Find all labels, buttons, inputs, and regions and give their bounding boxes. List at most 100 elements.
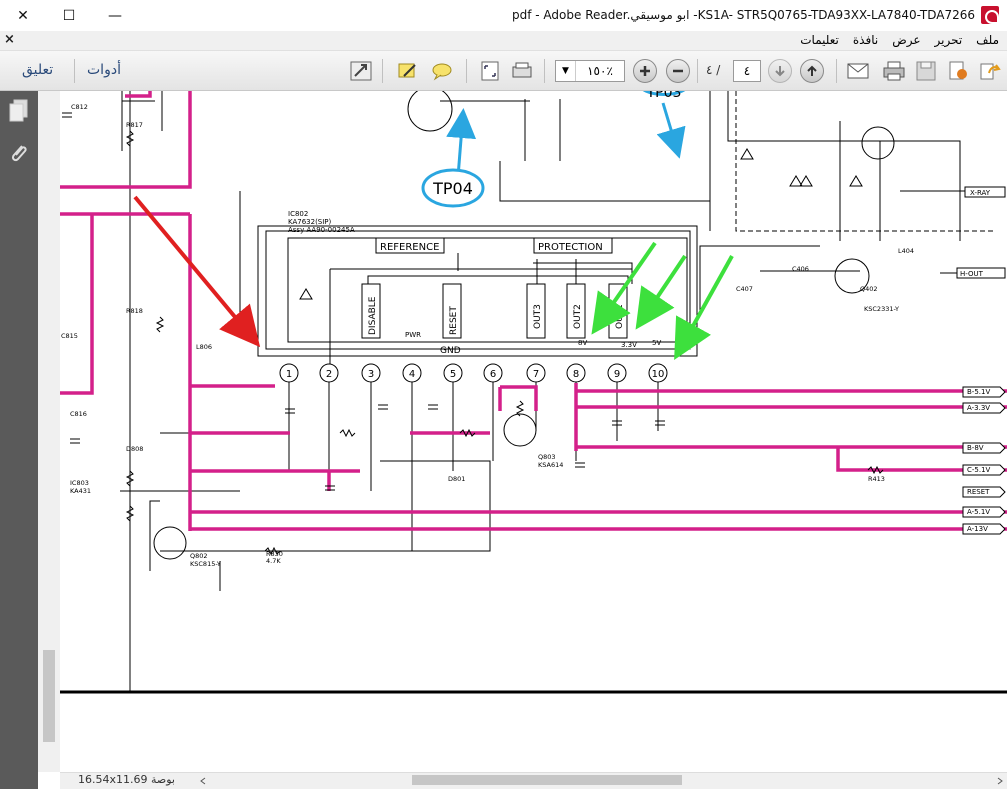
menu-file[interactable]: ملف <box>976 33 999 47</box>
label-q402: Q402 <box>860 285 878 293</box>
menu-help[interactable]: تعليمات <box>800 33 839 47</box>
highlight-tool-icon[interactable] <box>396 60 420 82</box>
adobe-reader-icon <box>981 6 999 24</box>
label-d808: D808 <box>126 445 143 453</box>
resistors <box>125 130 884 556</box>
window-title: pdf - Adobe Reader.ابو موسيقي -KS1A- STR… <box>512 8 975 22</box>
label-ic803-part: KA431 <box>70 487 91 495</box>
scroll-right-icon[interactable] <box>997 777 1003 785</box>
pin-6: 6 <box>490 369 496 380</box>
maximize-window-button[interactable]: ☐ <box>62 7 76 24</box>
zoom-in-button[interactable] <box>633 59 657 83</box>
block-protection: PROTECTION <box>538 242 603 253</box>
ic-pins <box>279 363 668 383</box>
scroll-left-icon[interactable] <box>200 777 206 785</box>
ic802-package <box>257 225 698 357</box>
label-c812: C812 <box>71 103 88 111</box>
capacitors <box>62 112 665 491</box>
label-x-ray: X-RAY <box>970 189 991 197</box>
menu-view[interactable]: عرض <box>892 33 921 47</box>
comment-pane-button[interactable]: تعليق <box>22 62 54 78</box>
arrow-up-icon <box>807 65 817 76</box>
menu-bar: × ملف تحرير عرض نافذة تعليمات <box>0 31 1007 51</box>
next-page-button[interactable] <box>768 59 792 83</box>
label-q803: Q803 <box>538 453 556 461</box>
attachments-icon[interactable] <box>8 141 30 165</box>
label-l806: L806 <box>196 343 212 351</box>
share-icon[interactable] <box>978 60 1002 82</box>
menu-edit[interactable]: تحرير <box>934 33 963 47</box>
schematic-diagram: IC802 KA7632(SIP) Assy AA90-00245A REFER… <box>60 80 1007 694</box>
rail-b-5-1v: B-5.1V <box>967 388 990 396</box>
label-gnd: GND <box>440 346 461 356</box>
label-r413: R413 <box>868 475 885 483</box>
vertical-scrollbar-thumb[interactable] <box>43 650 55 742</box>
email-icon[interactable] <box>846 60 870 82</box>
zoom-select[interactable]: ▼ ١٥٠٪ <box>555 60 625 82</box>
pin-8: 8 <box>573 369 579 380</box>
block-out3: OUT3 <box>533 304 543 329</box>
label-q802-part: KSC815-Y <box>190 560 221 568</box>
power-traces <box>60 91 1007 531</box>
close-document-button[interactable]: × <box>4 32 15 47</box>
zoom-out-button[interactable] <box>666 59 690 83</box>
save-icon[interactable] <box>914 60 938 82</box>
label-r818: R818 <box>126 307 143 315</box>
toolbar-separator <box>466 59 467 83</box>
rail-reset: RESET <box>967 488 990 496</box>
previous-page-button[interactable] <box>800 59 824 83</box>
chevron-down-icon[interactable]: ▼ <box>556 61 576 81</box>
block-out1: OUT1 <box>615 304 625 329</box>
plus-icon <box>640 66 650 76</box>
fit-width-icon[interactable] <box>510 60 534 82</box>
ic802-name: IC802 <box>288 210 308 218</box>
close-window-button[interactable]: ✕ <box>17 7 29 24</box>
print-icon[interactable] <box>882 60 906 82</box>
label-5v: 5V <box>652 339 661 347</box>
horizontal-scrollbar-thumb[interactable] <box>412 775 682 785</box>
page-total: ٤ / <box>706 63 721 77</box>
label-d801: D801 <box>448 475 465 483</box>
page-size-indicator: 16.54x11.69 بوصة <box>78 773 175 786</box>
label-3-3v: 3.3V <box>621 341 637 349</box>
minimize-window-button[interactable]: — <box>108 7 122 24</box>
label-c407: C407 <box>736 285 753 293</box>
menu-window[interactable]: نافذة <box>852 33 879 47</box>
ic802-part: KA7632(SIP) <box>288 218 332 226</box>
green-arrow <box>674 255 734 360</box>
sign-document-icon[interactable] <box>946 60 970 82</box>
toolbar: تعليق أدوات ▼ ١٥٠٪ ٤ / ٤ <box>0 51 1007 91</box>
label-q802: Q802 <box>190 552 208 560</box>
pin-4: 4 <box>409 369 415 380</box>
tp03-label: TP03 <box>646 91 682 101</box>
arrow-down-icon <box>775 66 785 77</box>
pdf-page: IC802 KA7632(SIP) Assy AA90-00245A REFER… <box>60 80 1007 772</box>
toolbar-separator <box>836 59 837 83</box>
minus-icon <box>673 69 683 73</box>
tp04-label: TP04 <box>432 179 473 198</box>
ic802-assy: Assy AA90-00245A <box>288 226 355 234</box>
dashed-boundary <box>735 91 995 232</box>
label-l404: L404 <box>898 247 914 255</box>
label-h-out: H-OUT <box>960 270 984 278</box>
green-arrow <box>591 241 657 335</box>
page-thumbnails-icon[interactable] <box>8 99 30 123</box>
vertical-scrollbar[interactable] <box>38 91 60 772</box>
page-number-input[interactable]: ٤ <box>733 60 761 82</box>
label-q803-part: KSA614 <box>538 461 563 469</box>
block-reset: RESET <box>449 306 459 335</box>
tools-pane-button[interactable]: أدوات <box>87 62 121 78</box>
label-c816: C816 <box>70 410 87 418</box>
toolbar-separator <box>382 59 383 83</box>
block-out2: OUT2 <box>573 304 583 329</box>
transistors <box>153 86 895 560</box>
label-r817: R817 <box>126 121 143 129</box>
label-pwr: PWR <box>405 331 421 339</box>
rail-c-5-1v: C-5.1V <box>967 466 991 474</box>
fit-page-icon[interactable] <box>478 60 502 82</box>
block-reference: REFERENCE <box>380 242 439 253</box>
rail-a-13v: A-13V <box>967 525 988 533</box>
fullscreen-icon[interactable] <box>349 60 373 82</box>
warning-triangle-icon <box>299 148 863 300</box>
sticky-note-icon[interactable] <box>430 60 454 82</box>
